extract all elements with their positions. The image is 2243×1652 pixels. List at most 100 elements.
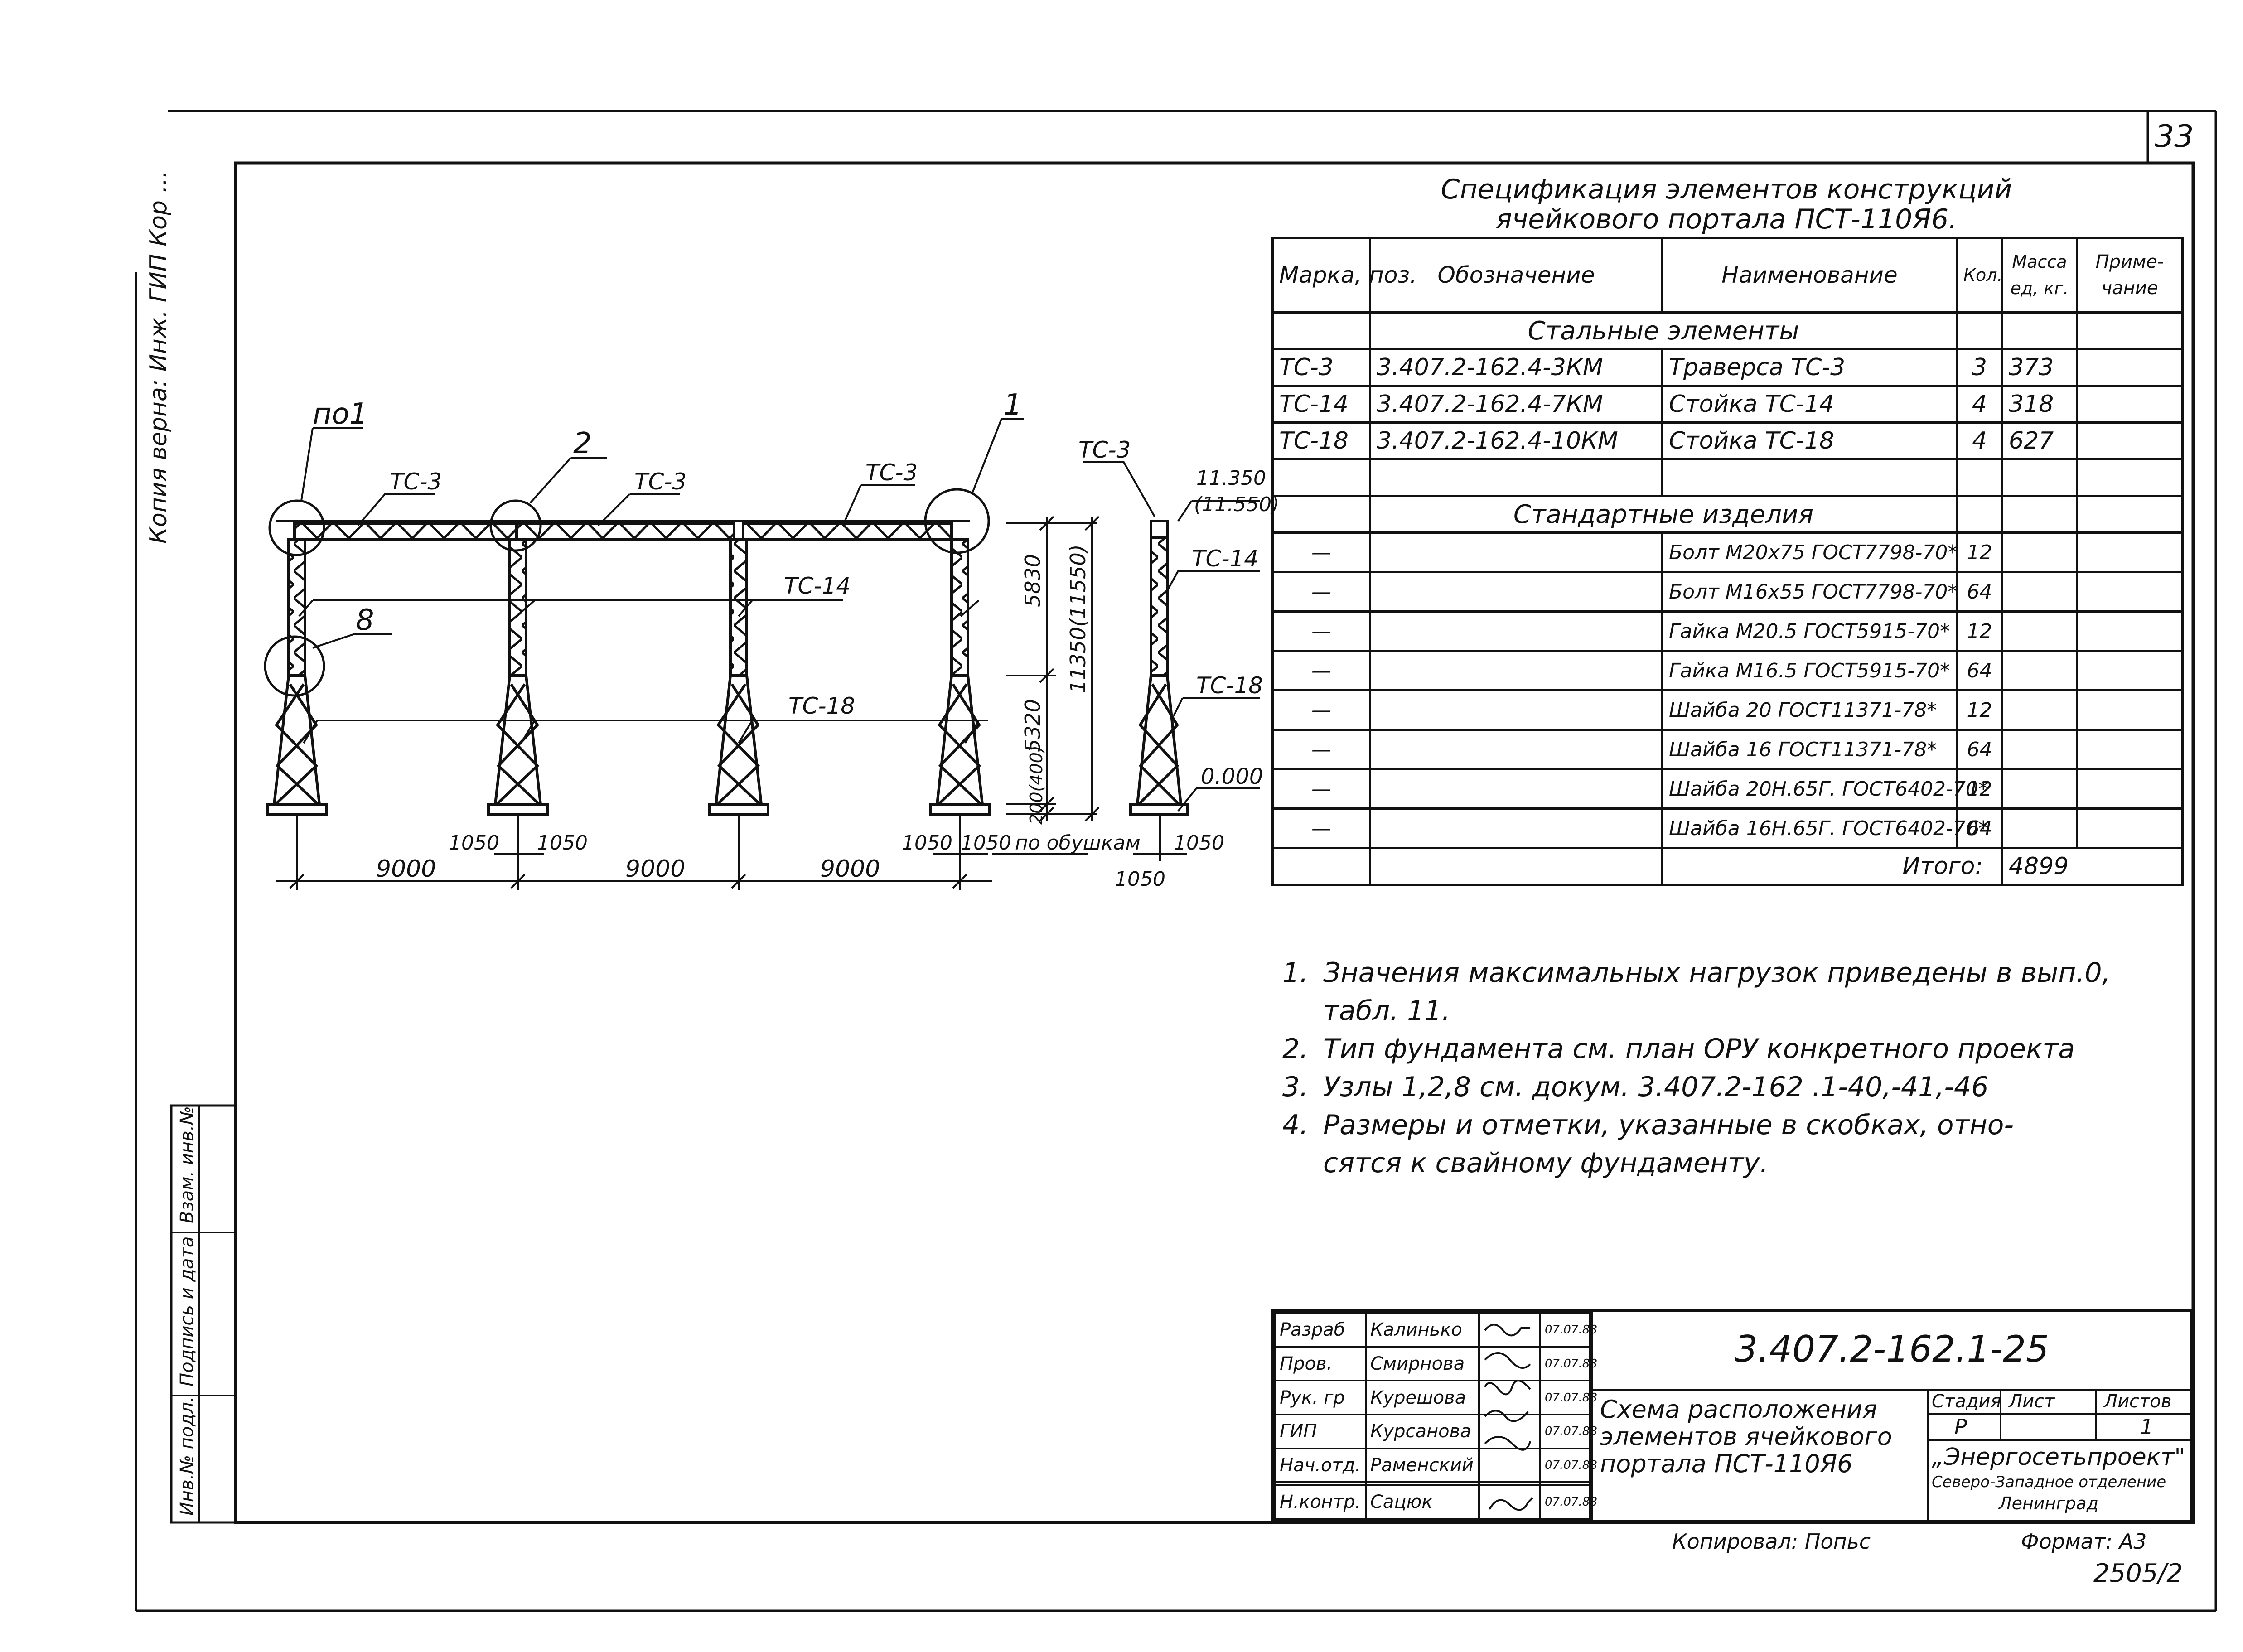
callout-1: 1 (1004, 388, 1022, 422)
column-upper-1 (287, 538, 306, 677)
sign-role: Разраб (1274, 1312, 1367, 1348)
cell-note (2076, 348, 2184, 387)
cell-qty: 12 (1956, 531, 2003, 573)
sign-date: 07.07.88 (1539, 1312, 1597, 1348)
sign-date: 07.07.88 (1539, 1346, 1597, 1382)
label-ts3-side: ТС-3 (1078, 437, 1131, 463)
cell-mark: — (1271, 768, 1371, 810)
table-row: — Болт М20х75 ГОСТ7798-70* 12 (1271, 531, 2184, 573)
section-steel: Стальные элементы (1369, 311, 1958, 350)
dim-1050-a: 1050 (449, 831, 499, 855)
sheets-label: Листов (2104, 1391, 2172, 1412)
table-row: ТС-3 3.407.2-162.4-3КМ Траверса ТС-3 3 3… (1271, 348, 2184, 387)
cell-mark: — (1271, 571, 1371, 613)
sign-date: 07.07.88 (1539, 1484, 1597, 1520)
cell-qty: 12 (1956, 768, 2003, 810)
sign-date: 07.07.88 (1539, 1380, 1597, 1415)
footer-format: Формат: А3 (2021, 1529, 2147, 1554)
cell-mark: — (1271, 729, 1371, 770)
sign-name: Смирнова (1365, 1346, 1480, 1382)
left-margin-note: Копия верна: Инж. ГИП Кор ... (145, 170, 172, 544)
table-row: — Болт М16х55 ГОСТ7798-70* 64 (1271, 571, 2184, 613)
cell-designation: 3.407.2-162.4-7КМ (1369, 385, 1663, 424)
sheets-value: 1 (2140, 1415, 2154, 1439)
cell-qty: 3 (1956, 348, 2003, 387)
cell-designation: 3.407.2-162.4-3КМ (1369, 348, 1663, 387)
cell-qty: 12 (1956, 610, 2003, 652)
span-dimensions (276, 816, 1187, 890)
sign-role (1274, 1481, 1367, 1486)
notes: 1.Значения максимальных нагрузок приведе… (1282, 954, 2111, 1182)
elev-zero: 0.000 (1201, 764, 1263, 789)
note-item: 2.Тип фундамента см. план ОРУ конкретног… (1282, 1030, 2111, 1068)
cell-name: Шайба 16 ГОСТ11371-78* (1661, 729, 1958, 770)
sign-date: 07.07.88 (1539, 1413, 1597, 1449)
note-num: 1. (1282, 957, 1309, 989)
node-circle-2 (489, 499, 542, 552)
note-item: 3.Узлы 1,2,8 см. докум. 3.407.2-162 .1-4… (1282, 1068, 2111, 1106)
cell-mass: 627 (2001, 421, 2078, 460)
table-row: ТС-18 3.407.2-162.4-10КМ Стойка ТС-18 4 … (1271, 421, 2184, 460)
cell-mass: 318 (2001, 385, 2078, 424)
elev-top-alt: (11.550) (1194, 493, 1279, 516)
dim-11350: 11350(11550) (1066, 544, 1090, 693)
cell-qty: 4 (1956, 421, 2003, 460)
note-text: Размеры и отметки, указанные в скобках, … (1323, 1109, 2014, 1141)
sign-name: Сацюк (1365, 1484, 1480, 1520)
cell-mark: ТС-14 (1271, 385, 1371, 424)
callout-8: 8 (356, 604, 374, 637)
note-text-cont: табл. 11. (1323, 995, 1450, 1027)
doc-number: 3.407.2-162.1-25 (1735, 1328, 2049, 1370)
sign-role: Нач.отд. (1274, 1447, 1367, 1483)
cell-mark: ТС-18 (1271, 421, 1371, 460)
sign-role: ГИП (1274, 1413, 1367, 1449)
cell-qty: 12 (1956, 689, 2003, 731)
dim-1050-d: 1050 (961, 831, 1011, 855)
elev-top: 11.350 (1196, 467, 1266, 490)
note-item: 1.Значения максимальных нагрузок приведе… (1282, 954, 2111, 1030)
sign-name: Курешова (1365, 1380, 1480, 1415)
cell-name: Стойка ТС-18 (1661, 421, 1958, 460)
column-upper-3 (729, 538, 748, 677)
col-mass: Масса ед, кг. (2001, 237, 2078, 314)
cell-qty: 4 (1956, 385, 2003, 424)
dim-span-1: 9000 (376, 855, 436, 883)
note-num: 3. (1282, 1071, 1309, 1103)
stamp-field-inv: Инв.№ подл. (177, 1396, 198, 1516)
callout-po1: по1 (313, 397, 368, 431)
note-item: 4.Размеры и отметки, указанные в скобках… (1282, 1106, 2111, 1182)
cell-name: Болт М20х75 ГОСТ7798-70* (1661, 531, 1958, 573)
col-name: Наименование (1661, 237, 1958, 314)
cell-mark: — (1271, 689, 1371, 731)
cell-name: Шайба 16Н.65Г. ГОСТ6402-70* (1661, 807, 1988, 849)
stage-grid: Стадия Лист Листов Р 1 (1927, 1389, 2193, 1441)
callout-2: 2 (573, 427, 592, 460)
stage-label: Стадия (1932, 1391, 2001, 1412)
portal-scheme: по1 2 1 8 ТС-3 ТС-3 ТС-3 ТС-3 ТС-14 ТС-1… (264, 388, 1279, 891)
node-circle-1 (268, 499, 325, 556)
cell-mark: — (1271, 650, 1371, 691)
column-lower-2 (487, 675, 549, 816)
total-row: Итого: 4899 (1271, 847, 2184, 886)
total-value: 4899 (2001, 847, 2184, 886)
sign-row (1274, 1481, 1593, 1486)
node-circle-3 (924, 488, 990, 554)
stamp-field-podpis: Подпись и дата (177, 1236, 198, 1386)
table-row: — Гайка М20.5 ГОСТ5915-70* 12 (1271, 610, 2184, 652)
stamp-field-vzam: Взам. инв.№ (177, 1106, 198, 1223)
cell-qty: 64 (1956, 650, 2003, 691)
column-upper-4 (950, 538, 969, 677)
note-text: Тип фундамента см. план ОРУ конкретного … (1323, 1033, 2075, 1065)
sign-name: Курсанова (1365, 1413, 1480, 1449)
label-ts3-a: ТС-3 (390, 469, 442, 495)
section-standard: Стандартные изделия (1369, 495, 1958, 534)
table-row: — Шайба 16 ГОСТ11371-78* 64 (1271, 729, 2184, 770)
column-lower-1 (266, 675, 328, 816)
footer-copied: Копировал: Попьс (1672, 1529, 1871, 1554)
table-row: — Шайба 16Н.65Г. ГОСТ6402-70* 64 (1271, 807, 2184, 849)
